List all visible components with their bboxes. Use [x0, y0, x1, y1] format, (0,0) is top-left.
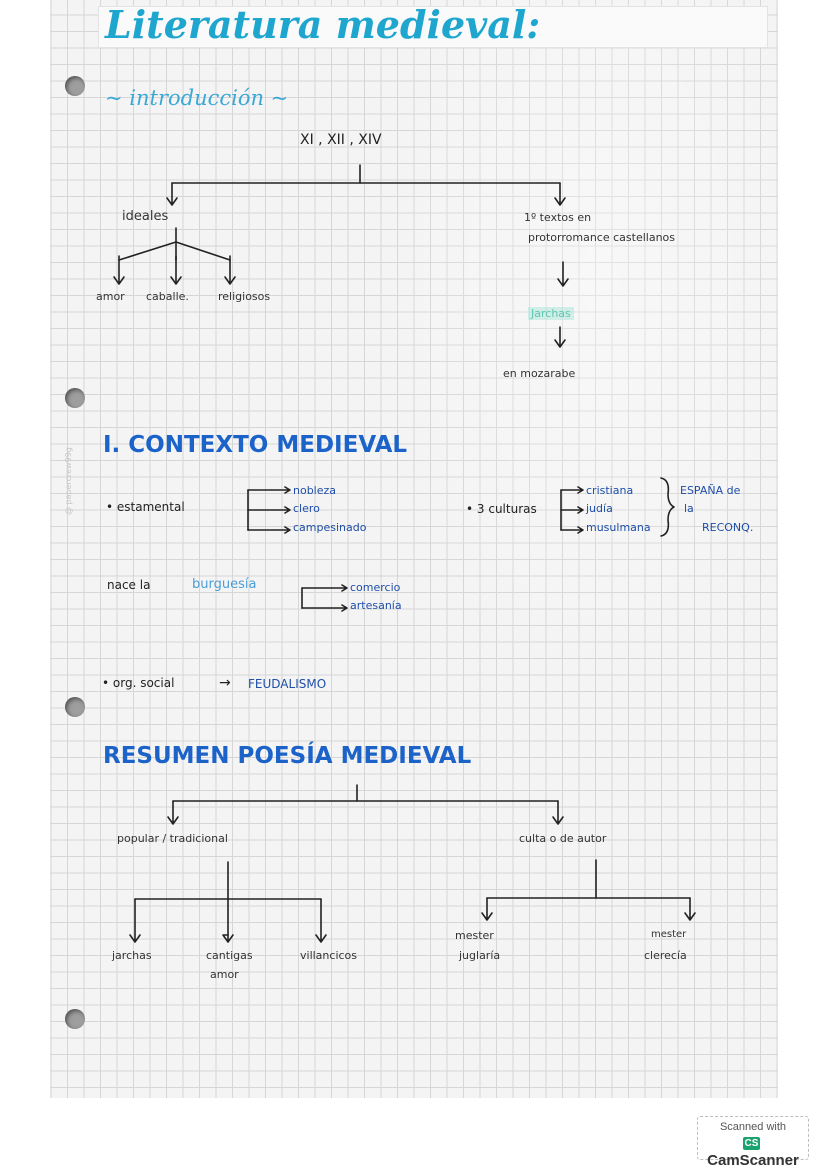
cultura-item: judía — [586, 502, 613, 515]
contexto-heading: I. CONTEXTO MEDIEVAL — [103, 432, 408, 458]
binder-hole — [65, 697, 85, 717]
resumen-heading: RESUMEN POESÍA MEDIEVAL — [103, 743, 472, 769]
mozarabe: en mozarabe — [503, 367, 576, 380]
cantigas-line2: amor — [210, 968, 239, 981]
scanner-line2: CamScanner — [707, 1152, 799, 1169]
ideal-item: religiosos — [218, 290, 271, 303]
binder-hole — [65, 76, 85, 96]
ideales-label: ideales — [122, 209, 169, 224]
binder-hole — [65, 388, 85, 408]
mester-juglaria: juglaría — [459, 949, 501, 962]
ideal-item: amor — [96, 290, 125, 303]
cultura-item: cristiana — [586, 484, 634, 497]
popular-item: cantigas — [206, 949, 253, 962]
scanner-line1: Scanned with — [719, 1121, 787, 1133]
popular-item: villancicos — [300, 949, 358, 962]
mester-juglaria: mester — [455, 929, 494, 942]
intro-heading: ~ introducción ~ — [105, 86, 289, 110]
scanner-brand: CS CamScanner — [698, 1135, 808, 1169]
centuries: XI , XII , XIV — [300, 132, 382, 148]
camscanner-logo-icon: CS — [742, 1137, 761, 1150]
jarchas-highlight: Jarchas — [528, 307, 574, 320]
estamento-item: campesinado — [293, 521, 367, 534]
burguesia-prefix: nace la — [107, 578, 151, 592]
textos-line1: 1º textos en — [524, 211, 592, 224]
textos-line2: protorromance castellanos — [528, 231, 676, 244]
mester-clerecia: clerecía — [644, 949, 687, 962]
burguesia-highlight: burguesía — [192, 577, 257, 592]
culturas-label: • 3 culturas — [466, 502, 537, 516]
org-label: • org. social — [102, 676, 175, 690]
feudalismo: FEUDALISMO — [248, 677, 327, 691]
title-box — [98, 6, 768, 48]
binder-hole — [65, 1009, 85, 1029]
popular-item: jarchas — [112, 949, 152, 962]
burguesia-item: artesanía — [350, 599, 402, 612]
estamento-item: nobleza — [293, 484, 337, 497]
espana-note: ESPAÑA de — [680, 484, 741, 497]
burguesia-item: comercio — [350, 581, 401, 594]
estamental-label: • estamental — [106, 500, 185, 514]
espana-note: la — [684, 502, 694, 515]
cultura-item: musulmana — [586, 521, 651, 534]
ideal-item: caballe. — [146, 290, 189, 303]
estamento-item: clero — [293, 502, 320, 515]
espana-note: RECONQ. — [702, 521, 754, 534]
page-title: Literatura medieval: — [105, 2, 541, 47]
popular-label: popular / tradicional — [117, 832, 228, 845]
org-arrow: → — [219, 675, 231, 691]
mester-clerecia: mester — [651, 929, 687, 940]
culta-label: culta o de autor — [519, 832, 607, 845]
scanner-stamp: Scanned with CS CamScanner — [697, 1116, 809, 1169]
